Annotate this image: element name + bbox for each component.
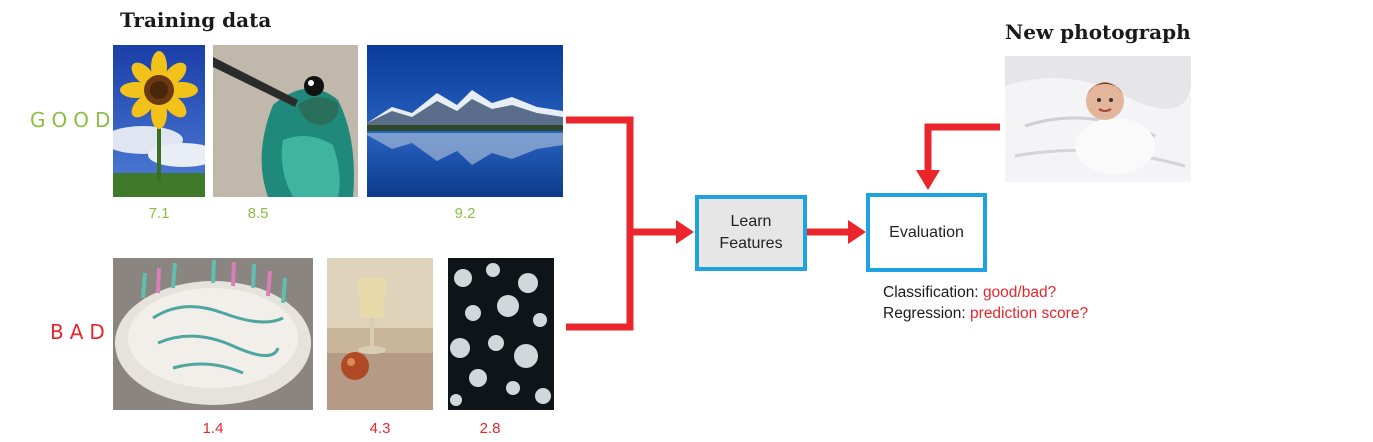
- evaluation-label: Evaluation: [889, 223, 964, 241]
- regression-value: prediction score?: [970, 305, 1089, 322]
- glass-and-fruit-photo: [327, 258, 433, 410]
- sunflower-photo: [113, 45, 205, 197]
- bad-score-1: 1.4: [202, 420, 224, 437]
- hummingbird-photo: [213, 45, 358, 197]
- training-data-title: Training data: [120, 8, 272, 32]
- regression-label: Regression:: [883, 305, 966, 322]
- good-score-1: 7.1: [148, 205, 170, 222]
- regression-line: Regression: prediction score?: [883, 305, 1088, 323]
- bad-label: BAD: [50, 320, 111, 344]
- bad-score-3: 2.8: [479, 420, 501, 437]
- to-evaluation-arrowhead: [848, 220, 866, 244]
- new-photograph-title: New photograph: [1005, 20, 1191, 44]
- classification-line: Classification: good/bad?: [883, 284, 1056, 302]
- birthday-cake-photo: [113, 258, 313, 410]
- new-photograph-image: [1005, 56, 1191, 182]
- evaluation-box: Evaluation: [866, 193, 987, 272]
- good-score-2: 8.5: [247, 205, 269, 222]
- merge-connector: [566, 116, 634, 331]
- classification-label: Classification:: [883, 284, 979, 301]
- learn-features-box: Learn Features: [695, 195, 807, 271]
- good-score-3: 9.2: [454, 205, 476, 222]
- learn-features-line1: Learn: [730, 213, 772, 231]
- blurry-lights-photo: [448, 258, 554, 410]
- new-photo-arrow-shaft: [924, 123, 1000, 172]
- new-photo-arrowhead: [916, 170, 940, 190]
- to-learn-arrowhead: [676, 220, 694, 244]
- good-label: GOOD: [30, 108, 117, 132]
- bad-score-2: 4.3: [369, 420, 391, 437]
- mountain-lake-photo: [367, 45, 563, 197]
- learn-features-line2: Features: [719, 235, 783, 252]
- classification-value: good/bad?: [982, 284, 1057, 301]
